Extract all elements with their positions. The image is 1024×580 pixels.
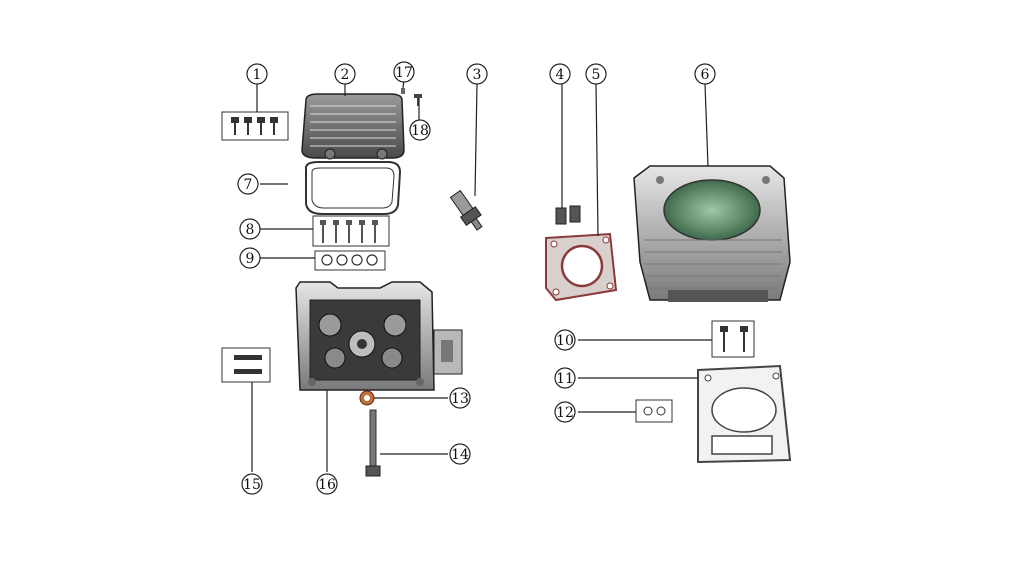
callout-circle bbox=[334, 63, 356, 85]
callout-circle bbox=[239, 218, 261, 240]
callout-number: 9 bbox=[246, 251, 255, 267]
callout-2: 2 bbox=[334, 63, 356, 85]
callout-number: 3 bbox=[473, 67, 482, 83]
leader-lines bbox=[251, 79, 712, 472]
callout-circle bbox=[449, 387, 471, 409]
callout-4: 4 bbox=[549, 63, 571, 85]
part-9-washers bbox=[314, 250, 386, 271]
callout-number: 1 bbox=[253, 67, 262, 83]
callout-number: 13 bbox=[451, 391, 469, 407]
callout-circle bbox=[554, 329, 576, 351]
callout-16: 16 bbox=[316, 473, 338, 495]
callout-6: 6 bbox=[694, 63, 716, 85]
part-8-stud-set bbox=[312, 215, 390, 247]
callout-circle bbox=[694, 63, 716, 85]
callout-13: 13 bbox=[449, 387, 471, 409]
part-6-cylinder bbox=[633, 165, 791, 302]
callout-circle bbox=[237, 173, 259, 195]
part-4-dowel-pins bbox=[555, 205, 581, 225]
part-5-head-gasket bbox=[545, 232, 618, 302]
callout-5: 5 bbox=[585, 63, 607, 85]
callout-circle bbox=[246, 63, 268, 85]
callout-number: 18 bbox=[411, 123, 429, 139]
callout-9: 9 bbox=[239, 247, 261, 269]
callout-circle bbox=[549, 63, 571, 85]
callout-number: 4 bbox=[556, 67, 565, 83]
callout-circle bbox=[393, 61, 415, 83]
part-7-cover-gasket bbox=[305, 161, 402, 215]
callout-number: 6 bbox=[701, 67, 710, 83]
callout-3: 3 bbox=[466, 63, 488, 85]
callout-15: 15 bbox=[241, 473, 263, 495]
callout-8: 8 bbox=[239, 218, 261, 240]
part-1-bolt-set bbox=[221, 111, 289, 141]
part-11-base-gasket bbox=[697, 364, 792, 464]
callout-circle bbox=[316, 473, 338, 495]
callout-number: 11 bbox=[556, 371, 574, 387]
part-14-long-bolt bbox=[365, 409, 381, 477]
callout-1: 1 bbox=[246, 63, 268, 85]
callout-circle bbox=[241, 473, 263, 495]
callout-circle bbox=[554, 367, 576, 389]
part-2-valve-cover bbox=[301, 93, 405, 160]
callout-circle bbox=[239, 247, 261, 269]
callout-number: 17 bbox=[395, 65, 413, 81]
callout-circle bbox=[466, 63, 488, 85]
callout-number: 7 bbox=[244, 177, 253, 193]
part-16-cylinder-head bbox=[295, 281, 463, 391]
callout-11: 11 bbox=[554, 367, 576, 389]
callout-14: 14 bbox=[449, 443, 471, 465]
callout-number: 14 bbox=[451, 447, 469, 463]
part-17-dowel bbox=[401, 88, 405, 94]
callout-number: 5 bbox=[592, 67, 601, 83]
callout-circle bbox=[585, 63, 607, 85]
callout-number: 10 bbox=[556, 333, 574, 349]
callout-number: 12 bbox=[556, 405, 574, 421]
part-12-clips bbox=[635, 399, 673, 423]
callout-number: 8 bbox=[246, 222, 255, 238]
part-10-bolts bbox=[711, 320, 755, 358]
callout-17: 17 bbox=[393, 61, 415, 83]
callout-18: 18 bbox=[409, 119, 431, 141]
callout-circle bbox=[409, 119, 431, 141]
callout-number: 15 bbox=[243, 477, 261, 493]
callout-12: 12 bbox=[554, 401, 576, 423]
part-13-copper-washer bbox=[359, 390, 375, 406]
part-15-plate bbox=[221, 347, 271, 383]
callout-10: 10 bbox=[554, 329, 576, 351]
part-3-spark-plug bbox=[449, 189, 483, 231]
callout-number: 2 bbox=[341, 67, 350, 83]
callout-7: 7 bbox=[237, 173, 259, 195]
part-18-screw bbox=[414, 94, 422, 106]
callout-circle bbox=[449, 443, 471, 465]
callout-circle bbox=[554, 401, 576, 423]
callout-number: 16 bbox=[318, 477, 336, 493]
